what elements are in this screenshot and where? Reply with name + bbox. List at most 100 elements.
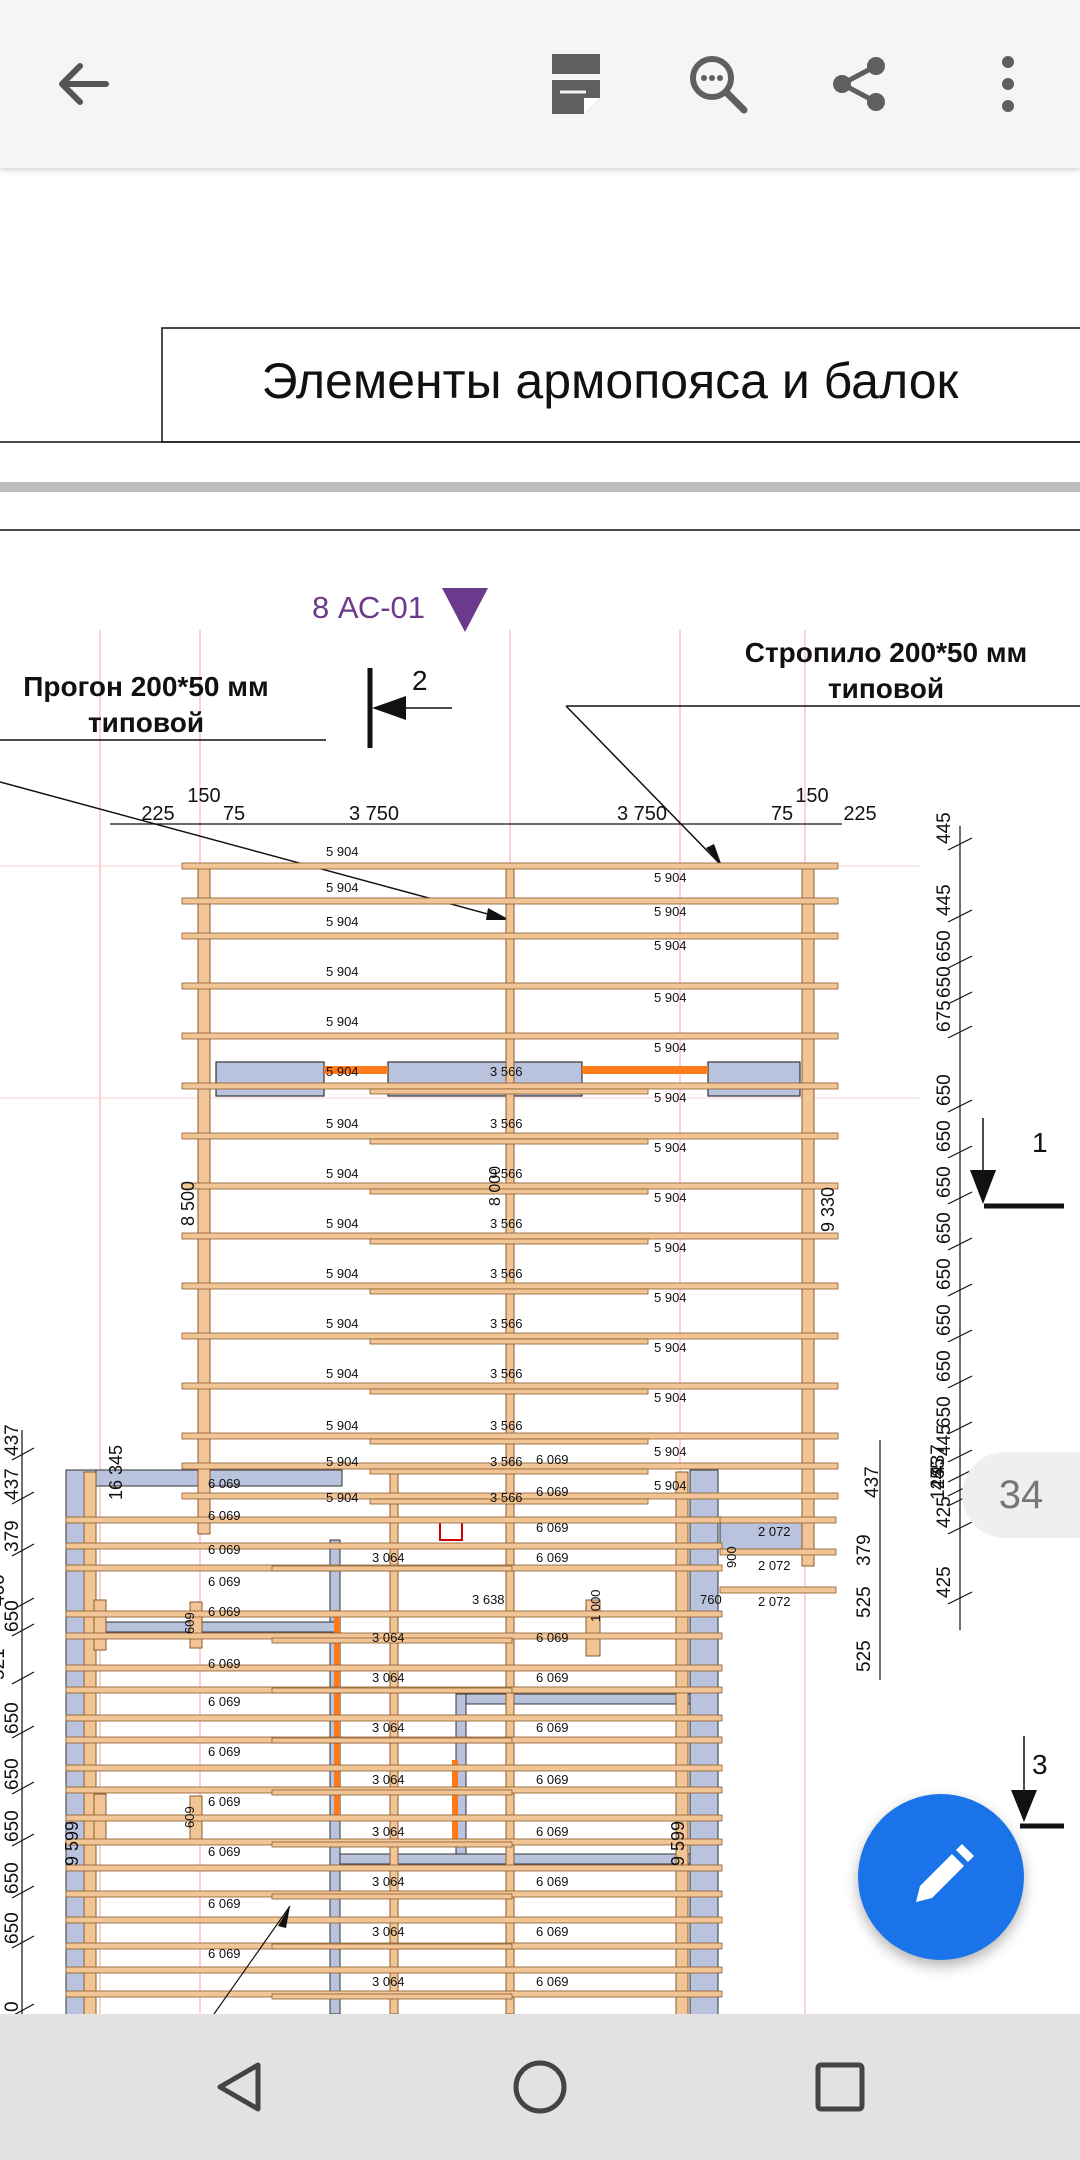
- joist: [369, 1438, 649, 1445]
- rafter: [181, 1082, 839, 1090]
- rafter: [181, 862, 839, 870]
- dim-tick: [11, 1491, 35, 1505]
- lintel-orange: [324, 1066, 388, 1074]
- joist: [369, 1388, 649, 1395]
- vertical-dimension-label: 650: [934, 1396, 955, 1428]
- rafter-length-label: 5 904: [654, 938, 687, 953]
- wall-block: [719, 1521, 803, 1551]
- more-vert-icon: [1002, 56, 1014, 112]
- back-button[interactable]: [36, 36, 132, 132]
- dim-tick: [947, 1449, 973, 1463]
- framing-plan: [65, 862, 839, 2014]
- vertical-dimension-label: 650: [2, 1600, 23, 1632]
- rafter: [65, 1764, 723, 1772]
- vertical-dimension-label: 445: [934, 1424, 955, 1456]
- rafter-length-label: 6 069: [536, 1630, 569, 1645]
- joist: [271, 1687, 513, 1694]
- edit-fab-button[interactable]: [858, 1794, 1024, 1960]
- rafter-extension: [719, 1516, 837, 1524]
- vertical-dimension-label: 379: [2, 1520, 23, 1552]
- rafter-length-label: 5 904: [326, 1014, 359, 1029]
- dim-tick: [11, 1725, 35, 1739]
- nav-back-button[interactable]: [190, 2037, 290, 2137]
- more-options-button[interactable]: [960, 36, 1056, 132]
- search-in-document-button[interactable]: [670, 36, 766, 132]
- dim-150-right: 150: [795, 785, 828, 807]
- dim-225-right: 225: [843, 803, 876, 825]
- rafter-length-label: 6 069: [536, 1720, 569, 1735]
- vertical-dimension-label: 437: [2, 1468, 23, 1500]
- dim-tick: [947, 1421, 973, 1435]
- rafter-leader: [565, 705, 723, 867]
- joist: [271, 1943, 513, 1950]
- joist: [271, 1993, 513, 2000]
- rafter-length-label: 5 904: [654, 1240, 687, 1255]
- extension-length-label: 2 072: [758, 1524, 791, 1539]
- vertical-dimension-label: 437: [928, 1444, 949, 1476]
- vertical-dimension-label: 379: [854, 1534, 875, 1566]
- rafter: [65, 1864, 723, 1872]
- overall-dim-9599-left: 9 599: [62, 1821, 82, 1866]
- layout-button[interactable]: [528, 36, 624, 132]
- vertical-dimension-label: 125: [928, 1468, 949, 1500]
- dim-tick: [947, 1191, 973, 1205]
- joist-length-label: 3 566: [490, 1418, 523, 1433]
- rafter: [65, 1664, 723, 1672]
- overall-dim-8500: 8 500: [178, 1181, 198, 1226]
- arrow-left-icon: [59, 63, 109, 105]
- dim-75-left: 75: [223, 803, 245, 825]
- joist: [369, 1338, 649, 1345]
- vertical-dimension-label: 650: [934, 1074, 955, 1106]
- rafter: [181, 1032, 839, 1040]
- dim-tick: [11, 1671, 35, 1685]
- dim-tick: [947, 837, 973, 851]
- rafter-length-label: 5 904: [326, 844, 359, 859]
- vertical-dimension-label: 650: [934, 1166, 955, 1198]
- rafter: [181, 1282, 839, 1290]
- rafter-length-label: 5 904: [654, 1190, 687, 1205]
- vertical-dimension-label: 445: [934, 812, 955, 844]
- joist-length-label: 3 064: [372, 1924, 405, 1939]
- joist-length-label: 3 064: [372, 1630, 405, 1645]
- vertical-dimension-label: 425: [934, 1566, 955, 1598]
- wall-block: [455, 1693, 691, 1705]
- dim-tick: [14, 2003, 35, 2014]
- joist: [271, 1737, 513, 1744]
- dim-tick: [11, 1447, 35, 1461]
- rafter-length-label: 6 069: [536, 1874, 569, 1889]
- vertical-dimension-label: 650: [2, 1862, 23, 1894]
- rafter-length-label: 5 904: [326, 1490, 359, 1505]
- nav-home-icon: [513, 2060, 567, 2114]
- rafter-length-label: 5 904: [654, 1478, 687, 1493]
- nav-recents-button[interactable]: [790, 2037, 890, 2137]
- rafter-length-label: 6 069: [536, 1772, 569, 1787]
- section-mark-3: 3: [1011, 1736, 1064, 1829]
- document-viewport[interactable]: Элементы армопояса и балок 8 АС-01 Прого…: [0, 168, 1080, 2014]
- joist: [271, 1893, 513, 1900]
- joist: [271, 1565, 513, 1572]
- vertical-dimension-label: 650: [934, 930, 955, 962]
- dim-3750-right: 3 750: [617, 803, 667, 825]
- lintel-orange: [452, 1760, 458, 1840]
- dim-tick: [947, 991, 973, 1005]
- rafter-length-label: 6 069: [208, 1656, 241, 1671]
- rafter-length-label: 6 069: [208, 1574, 241, 1589]
- share-button[interactable]: [812, 36, 908, 132]
- top-app-bar: [0, 0, 1080, 168]
- vertical-dimension-label: 0: [2, 2001, 23, 2012]
- rafter-length-label: 5 904: [326, 1454, 359, 1469]
- rafter: [65, 1966, 723, 1974]
- rafter-length-label: 6 069: [536, 1452, 569, 1467]
- side-dimensions: 4454456506506756506506506506506506506504…: [0, 812, 973, 2014]
- rafter-length-label: 6 069: [536, 1924, 569, 1939]
- vertical-dimension-label: 437: [2, 1424, 23, 1456]
- opening-size-label: 900: [724, 1546, 739, 1568]
- nav-home-button[interactable]: [490, 2037, 590, 2137]
- document-layout-icon: [552, 54, 600, 114]
- dim-tick: [11, 1543, 35, 1557]
- vertical-dimension-label: 650: [2, 1702, 23, 1734]
- purlin-leader: [0, 781, 511, 921]
- wall-block: [707, 1061, 801, 1097]
- sheet-divider: [0, 482, 1080, 492]
- rafter-note-line2: типовой: [828, 673, 944, 704]
